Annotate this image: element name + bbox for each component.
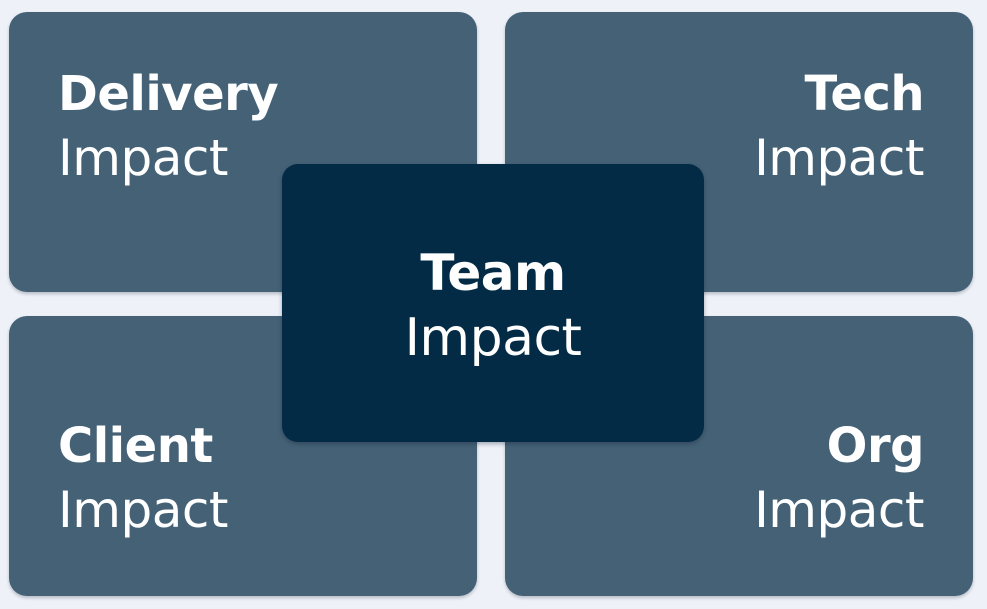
team-impact-subtitle: Impact [404, 308, 582, 368]
tech-impact-title: Tech [804, 66, 924, 122]
client-impact-label: Client Impact [58, 414, 228, 542]
delivery-impact-label: Delivery Impact [58, 62, 279, 190]
delivery-impact-title: Delivery [58, 66, 279, 122]
team-impact-title: Team [420, 244, 566, 302]
team-impact-tile: Team Impact [282, 164, 704, 442]
delivery-impact-subtitle: Impact [58, 129, 228, 187]
org-impact-subtitle: Impact [754, 481, 924, 539]
org-impact-label: Org Impact [754, 414, 924, 542]
tech-impact-label: Tech Impact [754, 62, 924, 190]
delivery-impact-tile: Delivery Impact [9, 12, 477, 292]
org-impact-title: Org [826, 418, 925, 474]
client-impact-subtitle: Impact [58, 481, 228, 539]
client-impact-title: Client [58, 418, 213, 474]
tech-impact-subtitle: Impact [754, 129, 924, 187]
